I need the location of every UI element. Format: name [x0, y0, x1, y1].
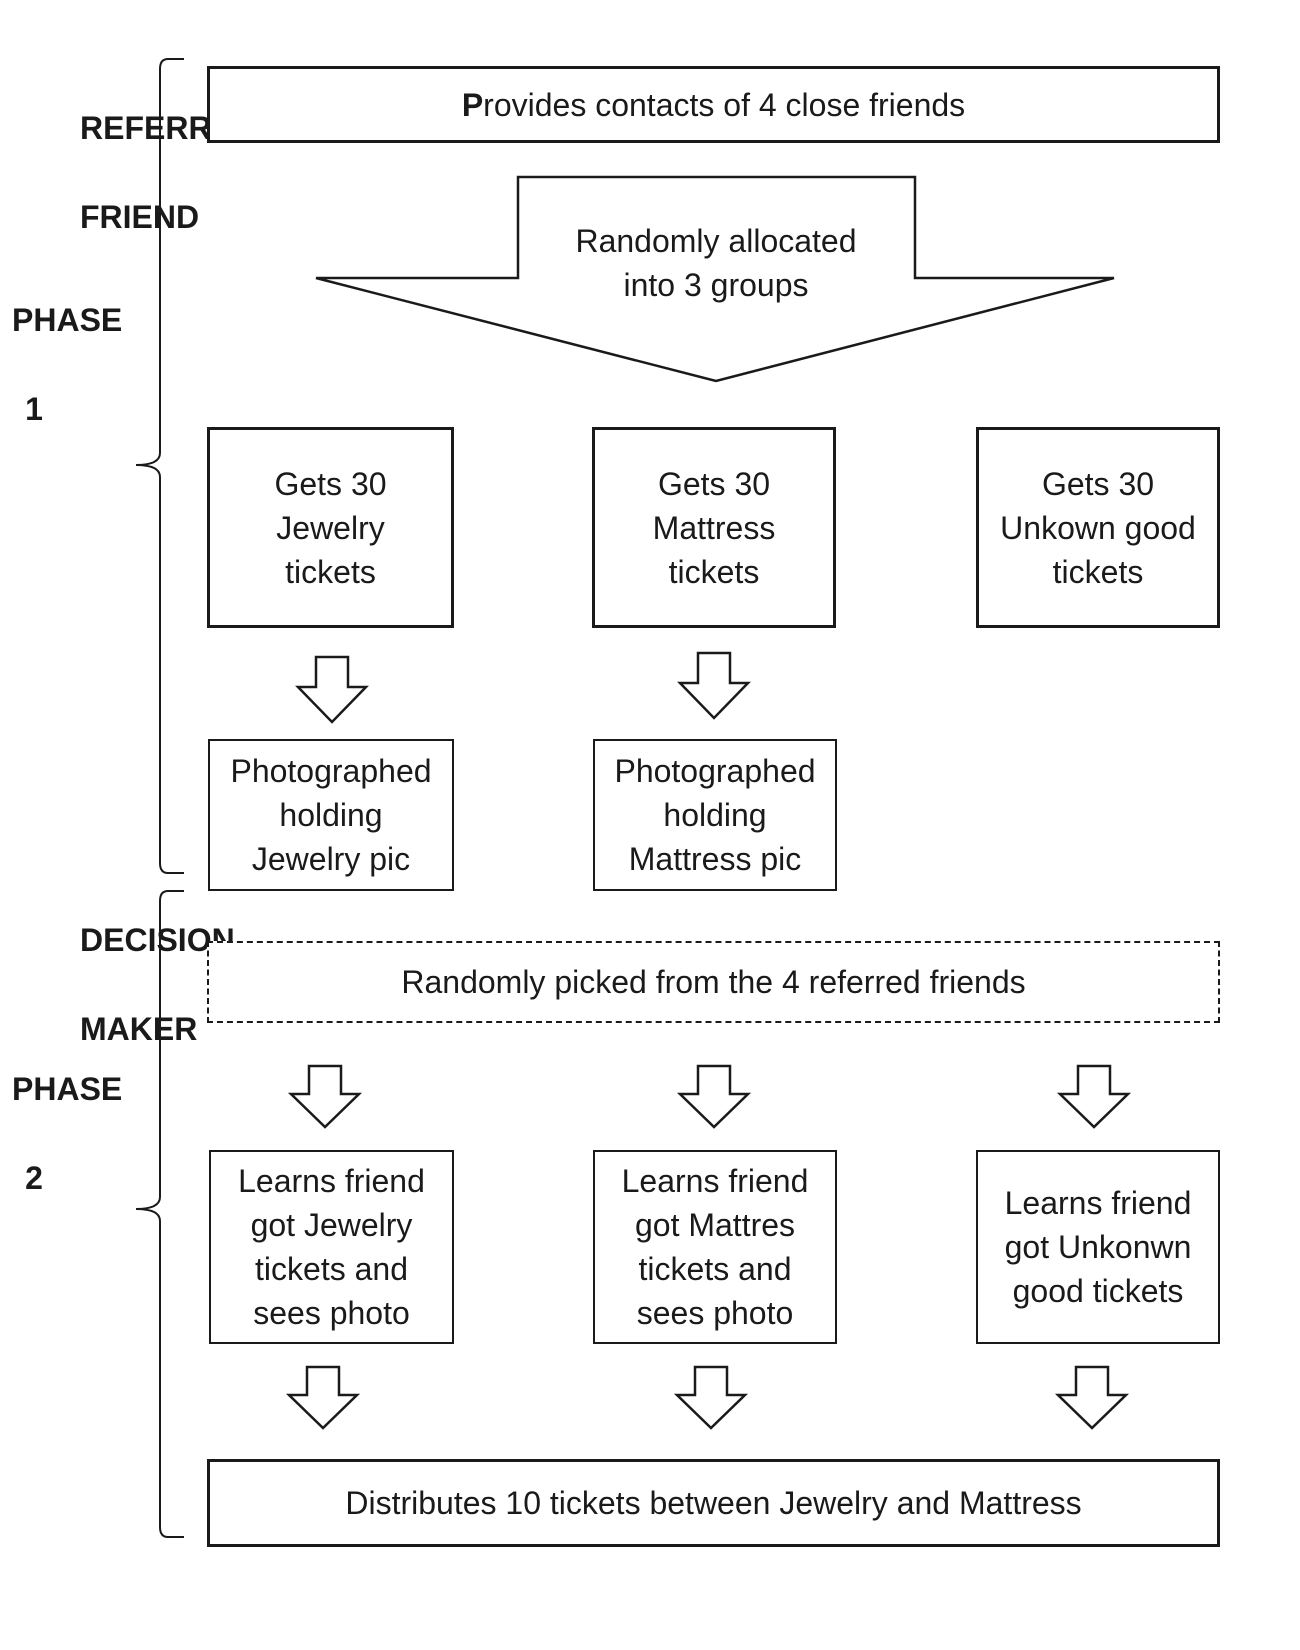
down-arrow-distribute-1 [285, 1365, 361, 1430]
learns-unknown-box: Learns friend got Unkonwn good tickets [976, 1150, 1220, 1344]
down-arrow-learn-jewelry [287, 1064, 363, 1129]
jewelry-tickets-box: Gets 30 Jewelry tickets [207, 427, 454, 628]
learns-mattress-box: Learns friend got Mattres tickets and se… [593, 1150, 837, 1344]
distribute-tickets-box: Distributes 10 tickets between Jewelry a… [207, 1459, 1220, 1547]
down-arrow-learn-mattress [676, 1064, 752, 1129]
contacts-box: Provides contacts of 4 close friends [207, 66, 1220, 143]
down-arrow-learn-unknown [1056, 1064, 1132, 1129]
phase2-label: PHASE 2 [12, 1071, 123, 1197]
down-arrow-mattress-photo [677, 651, 751, 720]
unknown-good-tickets-box: Gets 30 Unkown good tickets [976, 427, 1220, 628]
down-arrow-distribute-2 [673, 1365, 749, 1430]
phase1-label: PHASE 1 [12, 302, 123, 428]
phase2-brace [135, 890, 184, 1538]
down-arrow-jewelry-photo [295, 655, 369, 724]
allocation-arrow [315, 175, 1115, 383]
down-arrow-distribute-3 [1054, 1365, 1130, 1430]
allocation-text: Randomly allocated into 3 groups [575, 223, 857, 303]
learns-jewelry-box: Learns friend got Jewelry tickets and se… [209, 1150, 454, 1344]
referring-friend-label: REFERRING FRIEND [80, 110, 269, 236]
jewelry-photo-box: Photographed holding Jewelry pic [208, 739, 454, 891]
randomly-picked-box: Randomly picked from the 4 referred frie… [207, 941, 1220, 1023]
contacts-box-bold-prefix: P [461, 86, 484, 123]
decision-maker-label: DECISION MAKER [80, 922, 235, 1048]
contacts-box-text: rovides contacts of 4 close friends [483, 86, 966, 123]
mattress-tickets-box: Gets 30 Mattress tickets [592, 427, 836, 628]
phase1-brace [135, 58, 184, 874]
mattress-photo-box: Photographed holding Mattress pic [593, 739, 837, 891]
